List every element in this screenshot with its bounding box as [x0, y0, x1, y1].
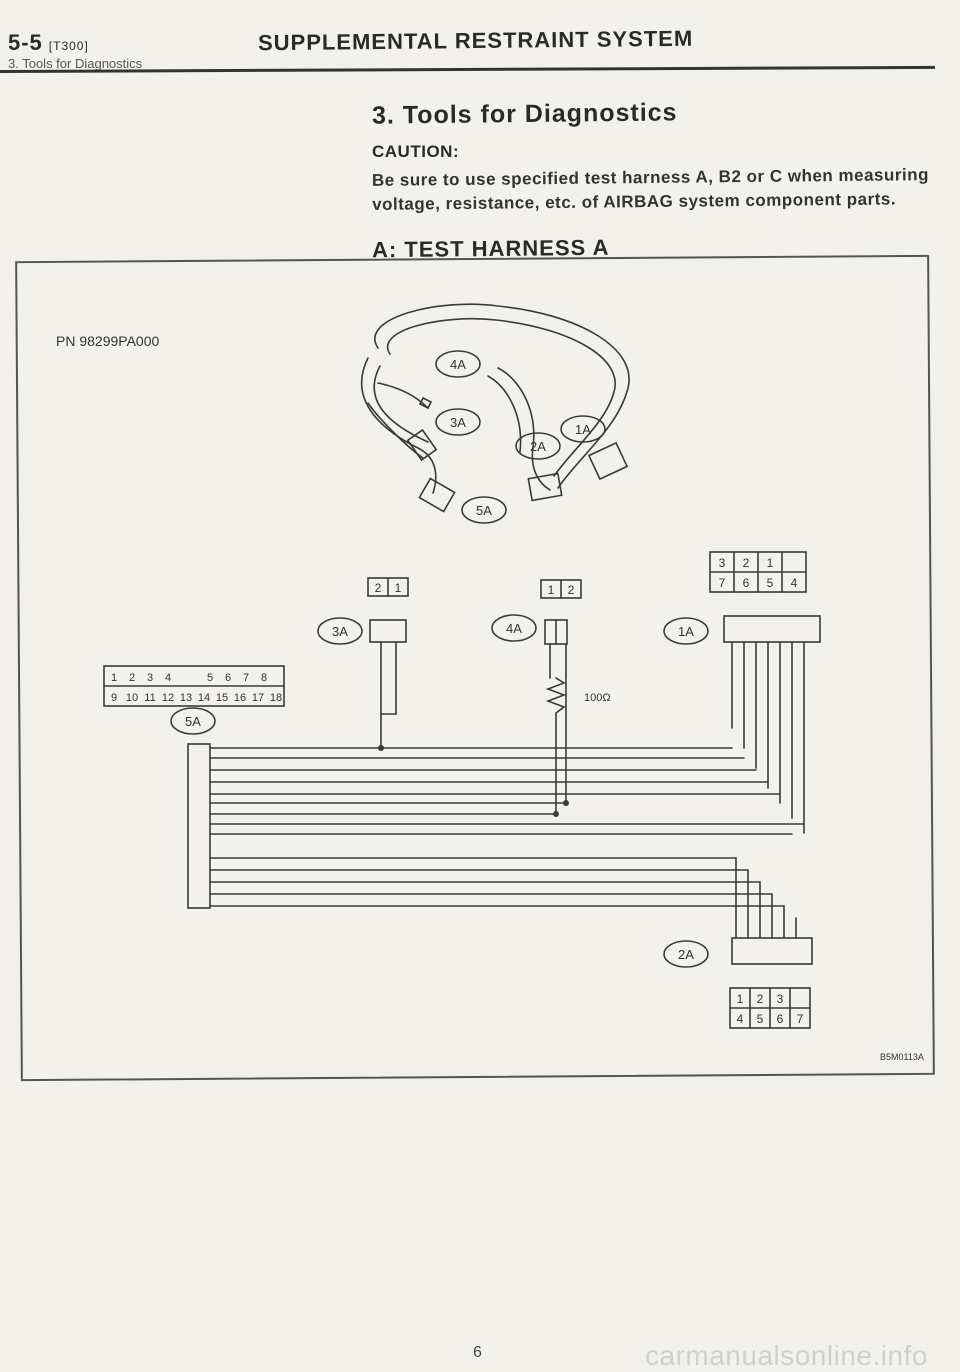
pin-label: 2: [757, 992, 764, 1006]
pin-label: 4: [791, 576, 798, 590]
callout-5A: 5A: [476, 503, 492, 518]
callout-1A: 1A: [575, 422, 591, 437]
pin-label: 7: [243, 672, 249, 684]
pin-label: 5: [767, 576, 774, 590]
callout-4A: 4A: [450, 357, 466, 372]
pin-label: 18: [270, 692, 282, 704]
resistor-label: 100Ω: [584, 692, 611, 704]
pin-label: 4: [737, 1012, 744, 1026]
pin-label: 17: [252, 692, 264, 704]
pin-label: 15: [216, 692, 228, 704]
pin-label: 1: [767, 556, 774, 570]
wiring-diagram: PN 98299PA000 B5M0113A 100Ω 4A 3A 2A 1A …: [56, 303, 924, 1062]
section-number: 5-5 [T300]: [8, 30, 89, 56]
pin-label: 8: [261, 672, 267, 684]
part-number: PN 98299PA000: [56, 333, 159, 349]
pin-label: 2: [568, 583, 575, 597]
pin-label: 3: [777, 992, 784, 1006]
section-number-text: 5-5: [8, 30, 43, 55]
watermark: carmanualsonline.info: [645, 1340, 928, 1371]
pin-label: 6: [743, 576, 750, 590]
pin-label: 3: [147, 672, 153, 684]
pin-label: 7: [719, 576, 726, 590]
pin-label: 10: [126, 692, 138, 704]
caution-label: CAUTION:: [372, 142, 460, 161]
pin-label: 2: [743, 556, 750, 570]
page-number: 6: [473, 1344, 482, 1361]
pin-label: 1: [548, 583, 555, 597]
pin-label: 6: [225, 672, 231, 684]
pin-label: 7: [797, 1012, 804, 1026]
callout-2A: 2A: [678, 947, 694, 962]
callout-2A: 2A: [530, 439, 546, 454]
pin-label: 12: [162, 692, 174, 704]
callout-3A: 3A: [332, 624, 348, 639]
pin-label: 2: [375, 581, 382, 595]
figure-id: B5M0113A: [880, 1052, 924, 1062]
callout-4A: 4A: [506, 621, 522, 636]
pin-label: 3: [719, 556, 726, 570]
pin-label: 14: [198, 692, 210, 704]
pin-label: 1: [737, 992, 744, 1006]
pin-label: 11: [144, 692, 155, 704]
subsection-label: 3. Tools for Diagnostics: [8, 56, 143, 71]
pin-label: 5: [207, 672, 213, 684]
pin-label: 1: [111, 672, 117, 684]
pin-label: 6: [777, 1012, 784, 1026]
callout-1A: 1A: [678, 624, 694, 639]
pin-label: 4: [165, 672, 171, 684]
caution-text: Be sure to use specified test harness A,…: [371, 165, 930, 214]
section-heading: 3. Tools for Diagnostics: [371, 98, 678, 130]
page-title: SUPPLEMENTAL RESTRAINT SYSTEM: [257, 25, 694, 56]
harness-illustration: [360, 303, 630, 513]
callout-5A: 5A: [185, 714, 201, 729]
pin-label: 16: [234, 692, 246, 704]
pin-label: 13: [180, 692, 192, 704]
pin-label: 1: [395, 581, 402, 595]
pin-label: 5: [757, 1012, 764, 1026]
pin-label: 9: [111, 692, 117, 704]
pin-label: 2: [129, 672, 135, 684]
callout-3A: 3A: [450, 415, 466, 430]
section-code: [T300]: [48, 39, 89, 53]
